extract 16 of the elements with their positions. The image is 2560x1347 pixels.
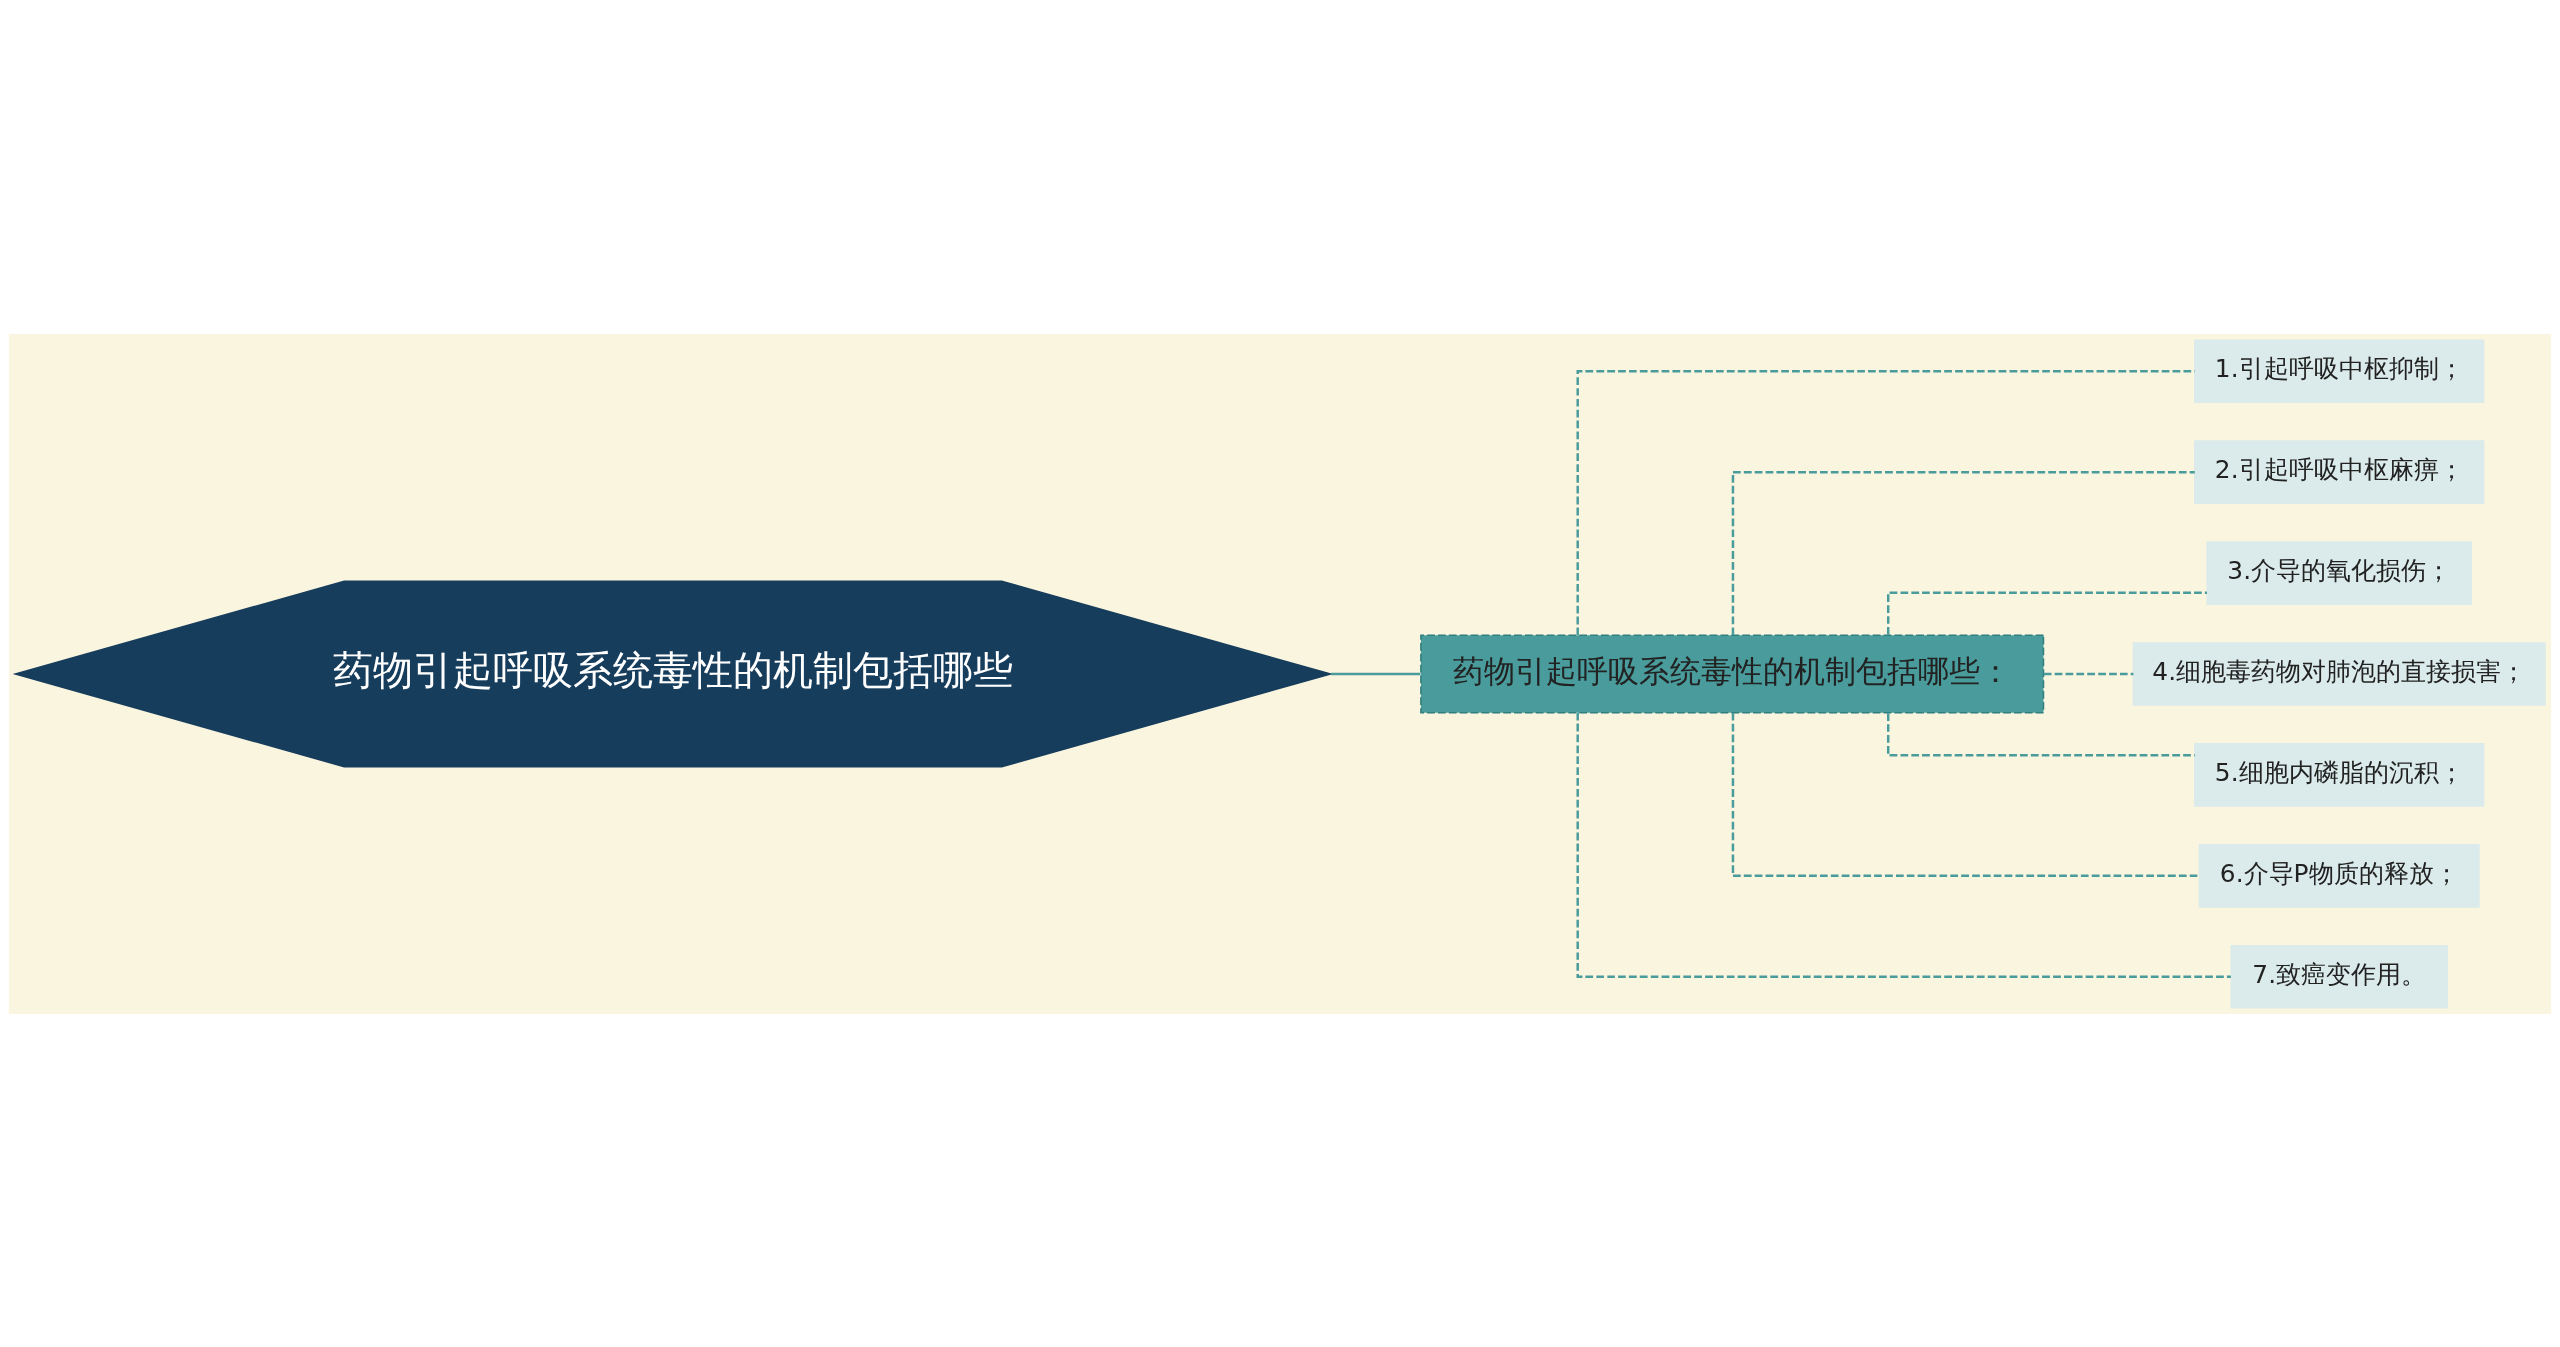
- connector: [1576, 712, 2231, 978]
- node-box: 4.细胞毒药物对肺泡的直接损害；: [2132, 641, 2546, 706]
- node-box: 5.细胞内磷脂的沉积；: [2194, 742, 2485, 807]
- node-box: 2.引起呼吸中枢麻痹；: [2194, 439, 2485, 504]
- node-box: 6.介导P物质的释放；: [2198, 843, 2480, 908]
- connector: [1886, 712, 2195, 756]
- connector: [2043, 672, 2134, 675]
- connector: [1731, 470, 2195, 635]
- node-box: 1.引起呼吸中枢抑制；: [2194, 338, 2485, 403]
- connector: [1576, 369, 2195, 635]
- connector: [1731, 712, 2200, 877]
- node-box: 3.介导的氧化损伤；: [2206, 540, 2472, 605]
- node-box: 药物引起呼吸系统毒性的机制包括哪些：: [1420, 633, 2045, 714]
- connector: [1886, 591, 2207, 635]
- node-box: 7.致癌变作用。: [2230, 944, 2448, 1009]
- connector: [1331, 672, 1421, 675]
